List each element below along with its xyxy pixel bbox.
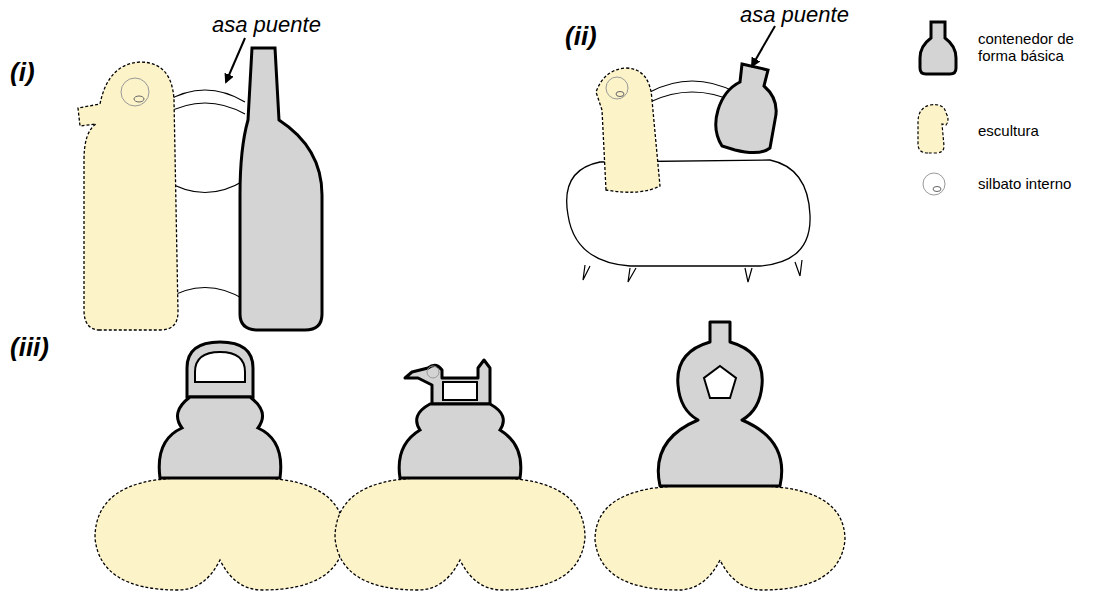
part-label: asa puente — [212, 12, 321, 37]
part-label: asa puente — [740, 2, 849, 27]
legend-text: silbato interno — [978, 175, 1103, 192]
figure-iii — [95, 322, 845, 590]
legend-text: escultura — [978, 122, 1103, 139]
figure-i — [78, 38, 322, 330]
figure-number: (iii) — [10, 333, 49, 363]
legend-text: contenedor de forma básica — [978, 30, 1103, 65]
legend-swatches — [918, 22, 956, 195]
figure-number: (i) — [10, 58, 35, 88]
figure-ii — [567, 26, 810, 282]
figure-number: (ii) — [565, 22, 597, 52]
